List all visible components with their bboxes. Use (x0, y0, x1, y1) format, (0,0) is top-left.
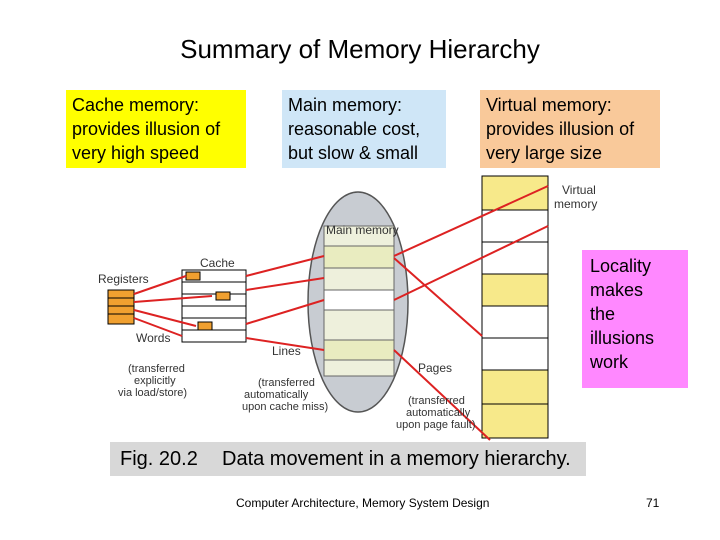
transfer-arrows (133, 185, 549, 441)
words-note-line: via load/store) (118, 387, 187, 399)
pages-note-line: automatically (406, 407, 471, 419)
virtual-memory-label: Virtual (562, 183, 596, 197)
virtual-memory-label: memory (554, 197, 597, 211)
main-box-line: but slow & small (288, 143, 419, 163)
caption-bar (110, 442, 586, 476)
cache-box-line: very high speed (72, 143, 200, 163)
virtual-box-line: Virtual memory: (486, 95, 612, 115)
figure-caption: Data movement in a memory hierarchy. (222, 448, 571, 470)
words-label: Words (136, 331, 170, 345)
cache-box-line: Cache memory: (72, 95, 200, 115)
locality-line: Locality (590, 256, 652, 276)
locality-box: Locality makes the illusions work (582, 250, 688, 388)
main-memory-label: Main memory (326, 223, 399, 237)
registers-stack (107, 289, 135, 325)
main-box-line: reasonable cost, (288, 119, 421, 139)
pages-note-line: upon page fault) (396, 419, 476, 431)
cache-block (181, 269, 247, 343)
virtual-memory-column (481, 175, 549, 439)
figure-number: Fig. 20.2 (120, 448, 198, 470)
cache-box-line: provides illusion of (72, 119, 221, 139)
pages-label: Pages (418, 361, 452, 375)
virtual-box-line: provides illusion of (486, 119, 635, 139)
cache-memory-box: Cache memory: provides illusion of very … (66, 90, 246, 168)
main-memory-box: Main memory: reasonable cost, but slow &… (282, 90, 446, 168)
virtual-box-line: very large size (486, 143, 603, 163)
locality-line: illusions (590, 328, 655, 348)
locality-line: the (590, 304, 616, 324)
locality-line: work (590, 352, 629, 372)
lines-label: Lines (272, 344, 301, 358)
words-note-line: (transferred (128, 363, 185, 375)
registers-label: Registers (98, 272, 149, 286)
footer-page-number: 71 (646, 496, 660, 510)
words-note-line: explicitly (134, 375, 176, 387)
locality-line: makes (590, 280, 644, 300)
virtual-memory-box: Virtual memory: provides illusion of ver… (480, 90, 660, 168)
lines-note-line: upon cache miss) (242, 401, 328, 413)
page-title: Summary of Memory Hierarchy (180, 34, 540, 64)
main-box-line: Main memory: (288, 95, 403, 115)
pages-note-line: (transferred (408, 395, 465, 407)
footer-course: Computer Architecture, Memory System Des… (236, 496, 490, 510)
cache-label: Cache (200, 256, 235, 270)
lines-note-line: automatically (244, 389, 309, 401)
lines-note-line: (transferred (258, 377, 315, 389)
